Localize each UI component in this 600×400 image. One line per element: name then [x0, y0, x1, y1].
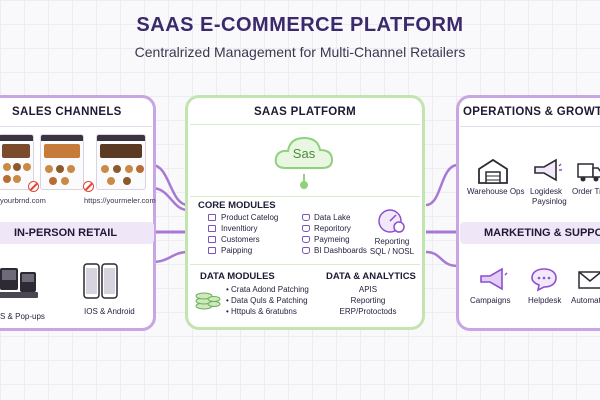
reporting-label: Reporting: [374, 237, 410, 246]
chat-bubble-icon: [531, 268, 557, 292]
storefront-thumbnail-3: [96, 134, 146, 190]
cloud-label: Sas: [292, 146, 316, 161]
ops-item-logidesk: Logidesk: [530, 187, 563, 196]
in-person-retail-band: [0, 222, 154, 244]
cloud-stem: [303, 174, 305, 182]
cloud-dot: [300, 181, 308, 189]
gauge-icon: [378, 209, 405, 233]
core-divider: [190, 196, 420, 197]
sales-divider: [0, 126, 152, 127]
operations-heading: OPERATIONS & GROWTH: [463, 106, 600, 118]
page-subtitle: Centralrized Management for Multi-Channe…: [134, 44, 466, 60]
marketing-item-helpdesk: Helpdesk: [528, 296, 562, 305]
device-label-right: IOS & Android: [84, 307, 135, 316]
device-label-left: iOS & Pop-ups: [0, 312, 45, 321]
data-item: • Httpuls & 6ratubns: [226, 307, 297, 316]
storefront-thumbnail-2: [40, 134, 84, 190]
ops-item-paysinlog: Paysinlog: [532, 197, 567, 206]
reporting-sub: SQL / NOSL: [369, 247, 415, 256]
page-title: SAAS E-COMMERCE PLATFORM: [136, 14, 464, 36]
connector-core-to-ops: [425, 163, 459, 207]
data-modules-heading: DATA MODULES: [200, 271, 275, 282]
box-icon: [208, 247, 216, 254]
ops-item-warehouse: Warehouse Ops: [467, 187, 525, 196]
storefront-url-left: yourbrnd.com: [0, 196, 46, 205]
database-icon: [302, 225, 310, 232]
megaphone-icon: [480, 267, 508, 291]
database-icon: [302, 214, 310, 221]
smartphone-icon: [83, 263, 118, 299]
marketing-item-campaigns: Campaigns: [470, 296, 511, 305]
platform-divider: [190, 124, 420, 125]
sales-channels-heading: SALES CHANNELS: [12, 106, 122, 118]
megaphone-icon: [534, 158, 562, 182]
box-icon: [208, 225, 216, 232]
no-entry-badge: [83, 181, 94, 192]
data-divider: [190, 264, 420, 265]
connector-devices-to-core: [151, 250, 189, 264]
data-item: • Crata Adond Patching: [226, 285, 309, 294]
marketing-item-automation: Automat: [571, 296, 600, 305]
connector-core-to-support: [425, 250, 459, 268]
connector-sales-to-core: [151, 163, 189, 207]
operations-divider: [460, 126, 600, 127]
pos-terminal-icon: [0, 268, 38, 298]
box-icon: [208, 214, 216, 221]
core-modules-heading: CORE MODULES: [198, 200, 276, 211]
database-icon: [302, 236, 310, 243]
in-person-retail-heading: IN-PERSON RETAIL: [14, 227, 118, 239]
envelope-icon: [578, 271, 600, 289]
data-item: • Data Quls & Patching: [226, 296, 308, 305]
marketing-heading: MARKETING & SUPPORT: [484, 227, 600, 239]
storefront-thumbnail-1: [0, 134, 34, 190]
coins-stack-icon: [195, 292, 221, 310]
cloud-icon: [274, 136, 334, 169]
storefront-url-right: https://yourmeler.com: [84, 196, 156, 205]
no-entry-badge: [28, 181, 39, 192]
ops-item-order-tracking: Order Tra: [572, 187, 600, 196]
operations-panel: [456, 95, 600, 331]
database-icon: [302, 247, 310, 254]
saas-platform-heading: SAAS PLATFORM: [253, 106, 357, 118]
analytics-item: ERP/Protoctods: [339, 307, 397, 316]
box-icon: [208, 236, 216, 243]
connector-sales-to-core-2: [151, 186, 189, 212]
marketing-band: [460, 222, 600, 244]
analytics-item: Reporting: [350, 296, 386, 305]
data-analytics-heading: DATA & ANALYTICS: [326, 271, 416, 282]
analytics-item: APIS: [358, 285, 378, 294]
warehouse-icon: [478, 158, 508, 184]
delivery-truck-icon: [577, 163, 600, 182]
